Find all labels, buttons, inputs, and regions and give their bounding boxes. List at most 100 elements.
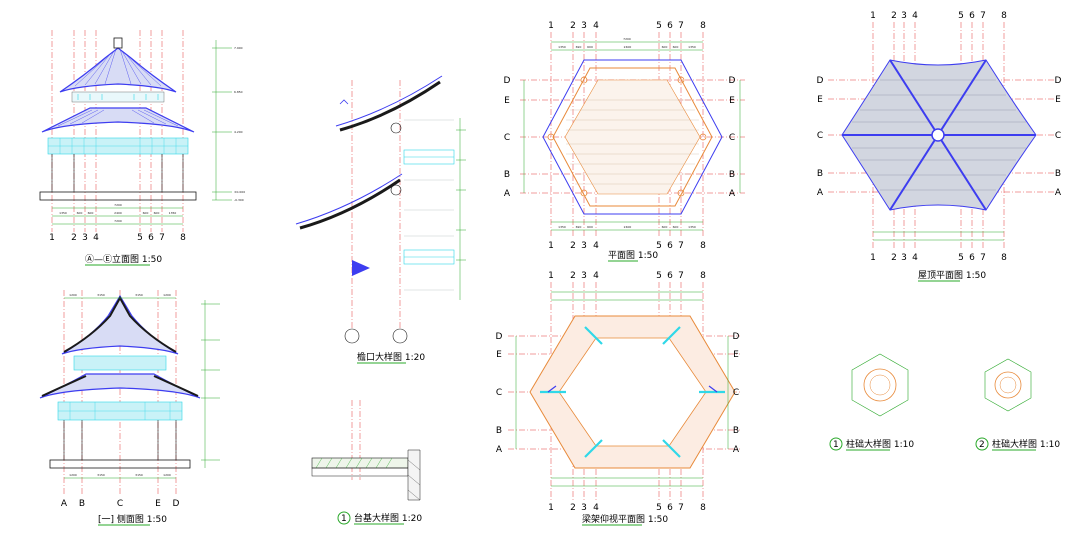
caption-roof-plan: 屋顶平面图 1:50: [918, 270, 986, 281]
dim-plan: 1350: [558, 45, 566, 49]
grid-label-C: C: [729, 133, 735, 143]
grid-label-A: A: [1055, 188, 1062, 198]
grid-label-3: 3: [581, 21, 587, 31]
grid-label-C: C: [1055, 131, 1061, 141]
dim-plan-bottom: 2400: [624, 225, 632, 229]
grid-label-6: 6: [969, 11, 975, 21]
dim-front: 600: [77, 211, 83, 215]
level-floor: ±0.000: [234, 190, 245, 194]
grid-label-8: 8: [700, 241, 706, 251]
grid-label-E: E: [733, 350, 739, 360]
grid-label-D: D: [496, 332, 503, 342]
grid-label-E: E: [1055, 95, 1061, 105]
caption-front-elevation: Ⓐ—Ⓔ立面图 1:50: [85, 253, 162, 265]
grid-label-7: 7: [678, 271, 684, 281]
grid-label-8: 8: [1001, 11, 1007, 21]
grid-label-D: D: [1055, 76, 1062, 86]
grid-label-1: 1: [870, 11, 876, 21]
grid-label-5: 5: [656, 241, 662, 251]
grid-label-3: 3: [901, 253, 907, 263]
grid-label-2: 2: [891, 253, 897, 263]
grid-label-E: E: [496, 350, 502, 360]
dim-plan-bottom: 1350: [558, 225, 566, 229]
caption-eave-detail: 檐口大样图 1:20: [357, 351, 425, 363]
dim-front: 600: [154, 211, 160, 215]
grid-label-4: 4: [593, 21, 599, 31]
grid-label-A: A: [61, 499, 68, 509]
dim-front-total-top: 7200: [114, 203, 122, 207]
dim-front-total: 7200: [114, 219, 122, 223]
grid-label-3: 3: [581, 271, 587, 281]
dim-plan: 690: [576, 45, 582, 49]
column-detail-2: 2 柱础大样图 1:10: [975, 358, 1060, 451]
grid-label-5: 5: [137, 233, 143, 243]
detail-number-base: 1: [341, 514, 347, 524]
caption-beam-plan: 梁架仰视平面图 1:50: [582, 513, 668, 525]
dim-side: 1200: [69, 293, 77, 297]
grid-label-A: A: [817, 188, 824, 198]
dim-plan: 600: [587, 45, 593, 49]
grid-label-C: C: [504, 133, 510, 143]
grid-label-E: E: [504, 96, 510, 106]
grid-label-8: 8: [700, 21, 706, 31]
grid-label-8: 8: [700, 271, 706, 281]
eave-detail: 檐口大样图 1:20: [295, 75, 466, 364]
dim-front: 600: [88, 211, 94, 215]
dim-front: 600: [143, 211, 149, 215]
grid-label-5: 5: [958, 11, 964, 21]
grid-label-7: 7: [980, 11, 986, 21]
caption-plan: 平面图 1:50: [608, 250, 658, 261]
grid-label-C: C: [496, 388, 502, 398]
caption-column-detail-1: 柱础大样图 1:10: [846, 438, 914, 450]
grid-label-B: B: [504, 170, 510, 180]
grid-label-7: 7: [678, 241, 684, 251]
grid-label-E: E: [729, 96, 735, 106]
grid-label-C: C: [733, 388, 739, 398]
grid-label-3: 3: [901, 11, 907, 21]
grid-label-3: 3: [82, 233, 88, 243]
grid-label-D: D: [173, 499, 180, 509]
dim-plan-bottom: 600: [662, 225, 668, 229]
grid-label-4: 4: [93, 233, 99, 243]
grid-label-8: 8: [700, 503, 706, 513]
grid-label-1: 1: [548, 21, 554, 31]
grid-label-7: 7: [980, 253, 986, 263]
grid-label-3: 3: [581, 503, 587, 513]
grid-label-7: 7: [678, 503, 684, 513]
column-detail-1: 1 柱础大样图 1:10: [829, 353, 914, 451]
grid-label-6: 6: [667, 271, 673, 281]
grid-label-8: 8: [180, 233, 186, 243]
grid-label-2: 2: [570, 503, 576, 513]
grid-label-1: 1: [548, 271, 554, 281]
dim-plan-bottom: 600: [587, 225, 593, 229]
dim-plan-bottom: 690: [576, 225, 582, 229]
grid-label-1: 1: [870, 253, 876, 263]
level-ground: -0.300: [234, 198, 244, 202]
grid-label-A: A: [729, 189, 736, 199]
grid-label-1: 1: [548, 241, 554, 251]
grid-label-D: D: [504, 76, 511, 86]
dim-side-bottom: 3150: [135, 473, 143, 477]
level-upper-eave: 6.850: [234, 90, 243, 94]
grid-label-1: 1: [548, 503, 554, 513]
dim-plan-bottom: 600: [673, 225, 679, 229]
grid-label-B: B: [496, 426, 502, 436]
dim-side: 1200: [163, 293, 171, 297]
dim-plan-total: 7200: [623, 37, 631, 41]
grid-label-6: 6: [667, 21, 673, 31]
grid-label-7: 7: [159, 233, 165, 243]
grid-label-2: 2: [570, 21, 576, 31]
grid-label-D: D: [817, 76, 824, 86]
grid-label-4: 4: [593, 241, 599, 251]
grid-label-4: 4: [593, 271, 599, 281]
dim-front: 1350: [59, 211, 67, 215]
grid-label-A: A: [496, 445, 503, 455]
grid-label-B: B: [79, 499, 85, 509]
grid-label-2: 2: [570, 241, 576, 251]
level-lower-eave: 4.200: [234, 130, 243, 134]
